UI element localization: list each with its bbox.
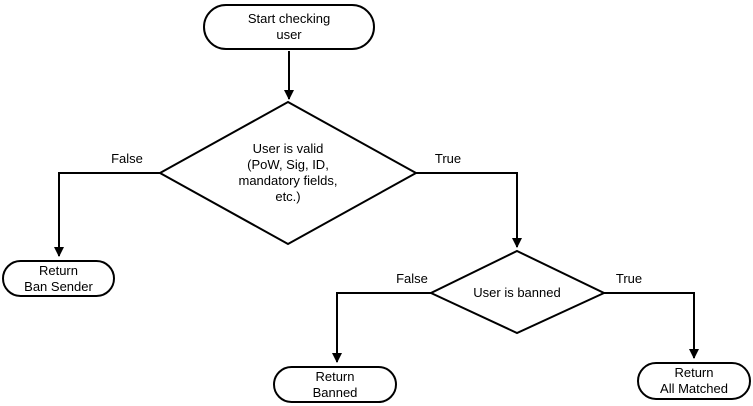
edge-label-banned-false: False <box>396 271 428 286</box>
decision-user-is-banned-label: User is banned <box>473 285 561 300</box>
decision-user-is-banned-diamond <box>428 249 607 335</box>
start-node: Start checking user <box>203 4 375 50</box>
edge-label-valid-false: False <box>111 151 143 166</box>
edge-valid-false-to-ban-sender <box>54 172 160 257</box>
edge-banned-true-to-all-matched <box>604 292 699 359</box>
decision-user-is-valid-label: User is valid (PoW, Sig, ID, mandatory f… <box>238 141 338 204</box>
node-return-all-matched: Return All Matched <box>637 362 751 400</box>
node-return-banned: Return Banned <box>273 366 397 403</box>
decision-user-is-valid-diamond <box>157 100 419 246</box>
edge-label-banned-true: True <box>615 271 643 286</box>
edge-valid-true-to-banned-check <box>416 172 522 248</box>
node-return-ban-sender: Return Ban Sender <box>2 260 115 297</box>
edge-banned-false-to-banned <box>332 292 431 363</box>
edge-label-valid-true: True <box>434 151 462 166</box>
